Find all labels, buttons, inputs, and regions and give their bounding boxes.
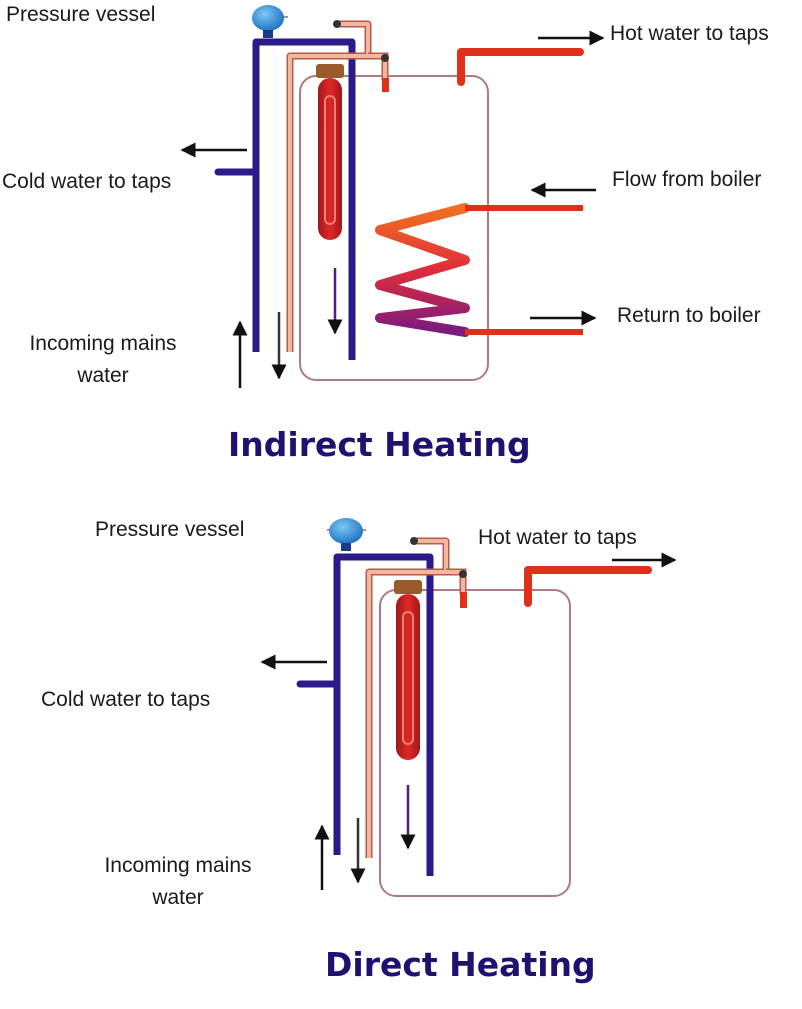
incoming-mains-line2: water [152, 885, 204, 909]
indirect-heating-diagram [180, 5, 605, 388]
heating-coil [375, 203, 470, 337]
hot-water-label: Hot water to taps [478, 526, 637, 549]
flow-from-boiler-label: Flow from boiler [612, 168, 762, 191]
pressure-vessel-icon [252, 5, 288, 38]
immersion-element [316, 64, 344, 240]
cold-water-label: Cold water to taps [41, 688, 211, 711]
incoming-mains-label: Incoming mains water [88, 853, 268, 910]
indirect-heating-title: Indirect Heating [228, 425, 531, 464]
incoming-mains-label: Incoming mains water [14, 331, 192, 388]
incoming-mains-line2: water [77, 363, 129, 387]
incoming-mains-line1: Incoming mains [104, 854, 252, 877]
direct-heating-title: Direct Heating [325, 945, 596, 984]
hot-water-pipe [524, 566, 652, 607]
cold-water-label: Cold water to taps [2, 170, 172, 193]
hot-water-pipe [457, 48, 584, 86]
pressure-vessel-label: Pressure vessel [6, 3, 156, 26]
pressure-vessel-icon [327, 518, 366, 551]
hot-water-label: Hot water to taps [610, 22, 769, 45]
return-to-boiler-label: Return to boiler [617, 304, 761, 327]
pressure-vessel-label: Pressure vessel [95, 518, 245, 541]
immersion-element [394, 580, 422, 760]
direct-heating-diagram [260, 518, 677, 897]
incoming-mains-line1: Incoming mains [29, 332, 177, 355]
